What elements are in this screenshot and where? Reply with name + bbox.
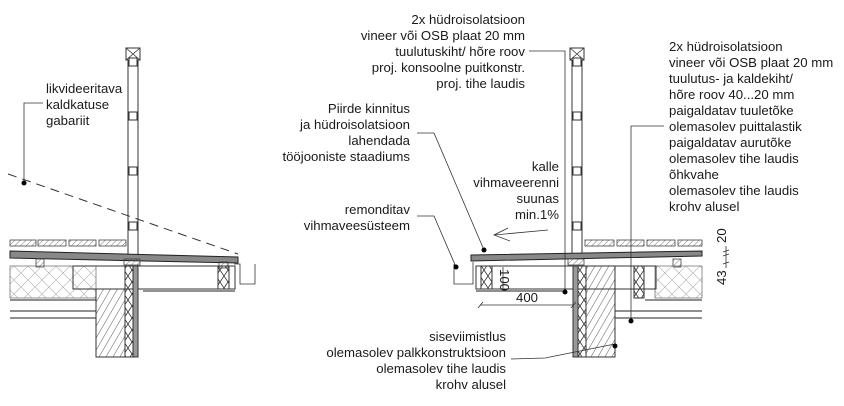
label-line: vihmaveesüsteem (304, 218, 410, 233)
label-line: remonditav (345, 202, 411, 217)
label-line: olemasolev puittalastik (669, 119, 802, 134)
dimension-text: 100 (497, 269, 512, 291)
label-line: likvideeritava (46, 81, 123, 96)
annotation-top-buildup: 2x hüdroisolatsioon vineer või OSB plaat… (361, 12, 568, 295)
label-line: vineer või OSB plaat 20 mm (361, 28, 525, 43)
label-line: min.1% (515, 207, 559, 222)
label-line: 2x hüdroisolatsioon (669, 39, 783, 54)
gutter-right (453, 262, 474, 285)
slope-arrow (493, 227, 549, 242)
label-line: õhkvahe (669, 167, 719, 182)
dimension-text: 400 (516, 290, 538, 305)
label-line: gabariit (46, 113, 90, 128)
label-line: vihmaveerenni (473, 175, 559, 190)
label-line: paigaldatav aurutõke (669, 135, 791, 150)
walking-tiles-right (584, 239, 703, 247)
label-line: tuulutus- ja kaldekiht/ (669, 71, 793, 86)
label-line: suunas (516, 191, 559, 206)
insulation-left (9, 265, 97, 299)
railing-post-right (569, 47, 585, 256)
label-line: paigaldatav tuuletõke (669, 103, 794, 118)
label-line: olemasolev tihe laudis (376, 361, 506, 376)
label-line: olemasolev tihe laudis (669, 151, 799, 166)
label-line: hõre roov 40...20 mm (669, 87, 794, 102)
label-line: krohv alusel (669, 199, 739, 214)
annotation-wall-buildup: siseviimistlus olemasolev palkkonstrukts… (326, 329, 618, 392)
label-line: 2x hüdroisolatsioon (411, 12, 525, 27)
annotation-demolished-roof: likvideeritava kaldkatuse gabariit (21, 81, 123, 186)
dimension-cantilever-width: 400 (477, 290, 577, 309)
cantilever-box-right (475, 265, 657, 290)
annotation-roof-buildup: 2x hüdroisolatsioon vineer või OSB plaat… (628, 39, 833, 324)
demolished-roof-outline (7, 173, 239, 255)
walking-tiles-left (9, 239, 127, 247)
dimension-text: 20 (714, 228, 729, 243)
label-line: tuulutuskiht/ hõre roov (395, 44, 525, 59)
label-line: proj. tihe laudis (436, 76, 525, 91)
roof-membrane-left (9, 250, 239, 264)
log-wall-right (585, 265, 616, 358)
dimension-text: 43 (714, 270, 729, 285)
label-line: kaldkatuse (46, 97, 109, 112)
roof-membrane-right (470, 250, 703, 262)
dimension-cantilever-height: 100 (497, 267, 512, 291)
label-line: krohv alusel (436, 377, 506, 392)
label-line: siseviimistlus (429, 329, 506, 344)
label-line: tööjooniste staadiums (282, 149, 410, 164)
label-line: olemasolev palkkonstruktsioon (326, 345, 506, 360)
label-line: olemasolev tihe laudis (669, 183, 799, 198)
label-line: lahendada (348, 133, 410, 148)
railing-post-left (125, 47, 141, 256)
label-line: ja hüdroisolatsioon (299, 117, 410, 132)
annotation-gutter: remonditav vihmaveesüsteem (304, 202, 459, 270)
right-detail: 400 100 20 43 (453, 47, 730, 358)
gutter-left (234, 263, 256, 285)
insulation-right (654, 265, 703, 299)
log-wall-left (95, 288, 126, 358)
annotation-slope: kalle vihmaveerenni suunas min.1% (473, 159, 559, 222)
label-line: Piirde kinnitus (328, 101, 410, 116)
cantilever-box-left (72, 265, 236, 290)
label-line: kalle (532, 159, 559, 174)
dimension-layers: 20 43 (714, 228, 730, 285)
label-line: proj. konsoolne puitkonstr. (372, 60, 525, 75)
annotation-railing-fixing: Piirde kinnitus ja hüdroisolatsioon lahe… (282, 101, 487, 253)
left-detail (7, 47, 256, 358)
label-line: vineer või OSB plaat 20 mm (669, 55, 833, 70)
